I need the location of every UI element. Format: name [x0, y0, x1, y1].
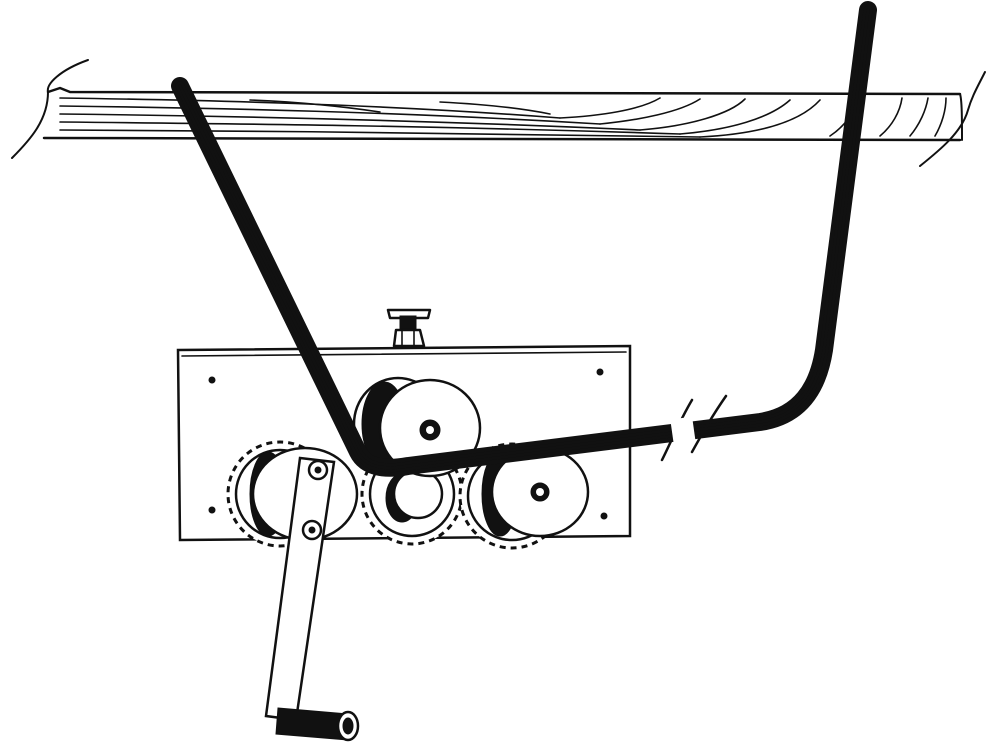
break-mark	[690, 394, 728, 454]
plate-bolt	[208, 376, 216, 384]
right-sprocket-roller	[458, 442, 590, 550]
adjustment-knob[interactable]	[386, 308, 432, 348]
plate-bolt	[596, 368, 604, 376]
wood-grain	[59, 97, 947, 138]
plate-bolt	[600, 512, 608, 520]
plate-bolt	[208, 506, 216, 514]
wooden-beam	[11, 59, 986, 167]
crank-handle-grip[interactable]	[275, 707, 360, 742]
bent-tube	[171, 1, 877, 477]
hand-crank[interactable]	[264, 456, 360, 742]
